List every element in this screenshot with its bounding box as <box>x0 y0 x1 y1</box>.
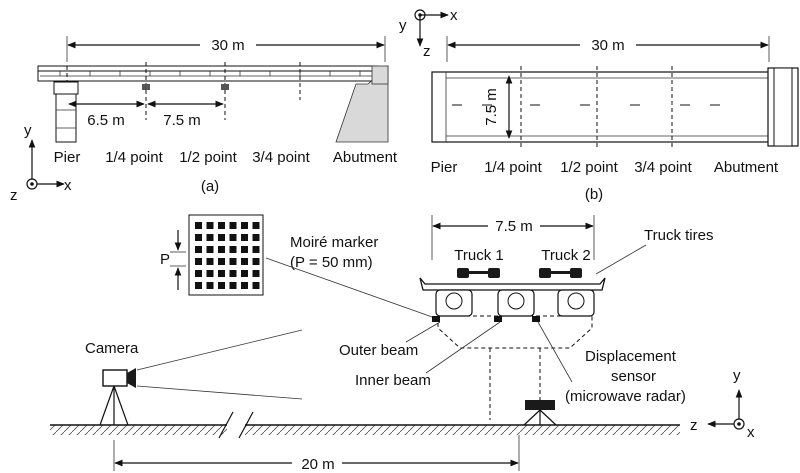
marker-dot <box>218 270 225 277</box>
marker-dot <box>195 234 202 241</box>
three-quarter-point-label-a: 3/4 point <box>252 149 310 166</box>
marker-dot <box>206 282 214 289</box>
truck-tires-label: Truck tires <box>644 227 713 244</box>
sensor-label-1: Displacement <box>585 348 677 365</box>
svg-text:x: x <box>64 177 72 194</box>
marker-dot <box>252 282 260 289</box>
pier-label-b: Pier <box>431 159 458 176</box>
marker-dot <box>206 258 214 265</box>
marker-dot <box>218 222 225 229</box>
inner-beam-label: Inner beam <box>355 372 431 389</box>
marker-dot <box>241 282 248 289</box>
girder-a <box>37 65 379 82</box>
svg-text:x: x <box>747 424 755 441</box>
abutment-label-b: Abutment <box>714 159 779 176</box>
marker-dot <box>195 270 202 277</box>
span-length-b: 30 m <box>591 37 624 54</box>
three-quarter-point-label-b: 3/4 point <box>634 159 692 176</box>
svg-text:y: y <box>24 122 32 139</box>
marker-dot <box>241 222 248 229</box>
svg-text:x: x <box>450 7 458 24</box>
marker-dot <box>195 246 202 253</box>
quarter-point-label-b: 1/4 point <box>484 159 542 176</box>
marker-dot <box>252 246 260 253</box>
marker-dot <box>206 246 214 253</box>
marker-dot <box>229 258 237 265</box>
distance-pier-to-quarter: 6.5 m <box>87 112 125 129</box>
marker-dot <box>206 234 214 241</box>
truck-1-label: Truck 1 <box>454 247 503 264</box>
quarter-point-label-a: 1/4 point <box>105 149 163 166</box>
marker-dot <box>195 258 202 265</box>
axes-icon-c: y z x <box>690 367 755 441</box>
span-length-a: 30 m <box>211 37 244 54</box>
moire-marker <box>188 214 264 296</box>
truck-tires <box>457 268 582 278</box>
abutment-label-a: Abutment <box>333 149 398 166</box>
marker-dot <box>206 222 214 229</box>
deck-width-c: 7.5 m <box>495 218 533 235</box>
camera-label: Camera <box>85 340 139 357</box>
marker-dot <box>229 270 237 277</box>
deck-width-label-b: 7.5 m <box>483 88 500 126</box>
marker-dot <box>195 282 202 289</box>
marker-dot <box>241 270 248 277</box>
svg-text:y: y <box>399 17 407 34</box>
marker-dot <box>229 234 237 241</box>
marker-dot <box>229 222 237 229</box>
pier-a <box>53 81 79 143</box>
svg-text:z: z <box>423 43 431 60</box>
distance-20m: 20 m <box>301 456 334 473</box>
sensor-label-3: (microwave radar) <box>565 388 686 405</box>
deck-cross-section <box>419 277 606 317</box>
distance-quarter-to-half: 7.5 m <box>163 112 201 129</box>
marker-dot <box>218 234 225 241</box>
caption-a: (a) <box>201 178 219 195</box>
marker-dot <box>218 258 225 265</box>
moire-marker-pitch: (P = 50 mm) <box>290 254 373 271</box>
truck-2-label: Truck 2 <box>541 247 590 264</box>
marker-dot <box>218 246 225 253</box>
marker-dot <box>252 258 260 265</box>
marker-dot <box>218 282 225 289</box>
marker-dot <box>229 282 237 289</box>
sensor-label-2: sensor <box>611 368 656 385</box>
svg-text:y: y <box>733 367 741 384</box>
panel-c-setup: P Moiré marker (P = 50 mm) 7.5 m Truck 1… <box>50 214 755 473</box>
marker-dot <box>252 270 260 277</box>
moire-marker-label: Moiré marker <box>290 234 378 251</box>
svg-text:z: z <box>10 187 18 204</box>
panel-b-plan: y x z 30 m <box>399 7 799 203</box>
marker-dot <box>206 270 214 277</box>
marker-dot <box>241 234 248 241</box>
svg-text:z: z <box>690 417 698 434</box>
camera-icon <box>99 329 303 426</box>
axes-icon-b: y x z <box>399 7 458 60</box>
pier-label-a: Pier <box>54 149 81 166</box>
ground-line <box>50 411 680 439</box>
marker-dot <box>195 222 202 229</box>
outer-beam-label: Outer beam <box>339 342 418 359</box>
marker-dot <box>241 246 248 253</box>
marker-dot <box>229 246 237 253</box>
marker-dot <box>252 222 260 229</box>
abutment-a <box>335 65 389 143</box>
marker-dot <box>241 258 248 265</box>
deck-plan-b <box>431 67 799 147</box>
half-point-label-b: 1/2 point <box>560 159 618 176</box>
caption-b: (b) <box>585 186 603 203</box>
axes-icon-a: y x z <box>10 122 72 204</box>
displacement-sensor <box>523 400 557 426</box>
panel-a-elevation: 30 m <box>10 35 398 204</box>
marker-dot <box>252 234 260 241</box>
half-point-label-a: 1/2 point <box>179 149 237 166</box>
pitch-label: P <box>160 251 170 268</box>
